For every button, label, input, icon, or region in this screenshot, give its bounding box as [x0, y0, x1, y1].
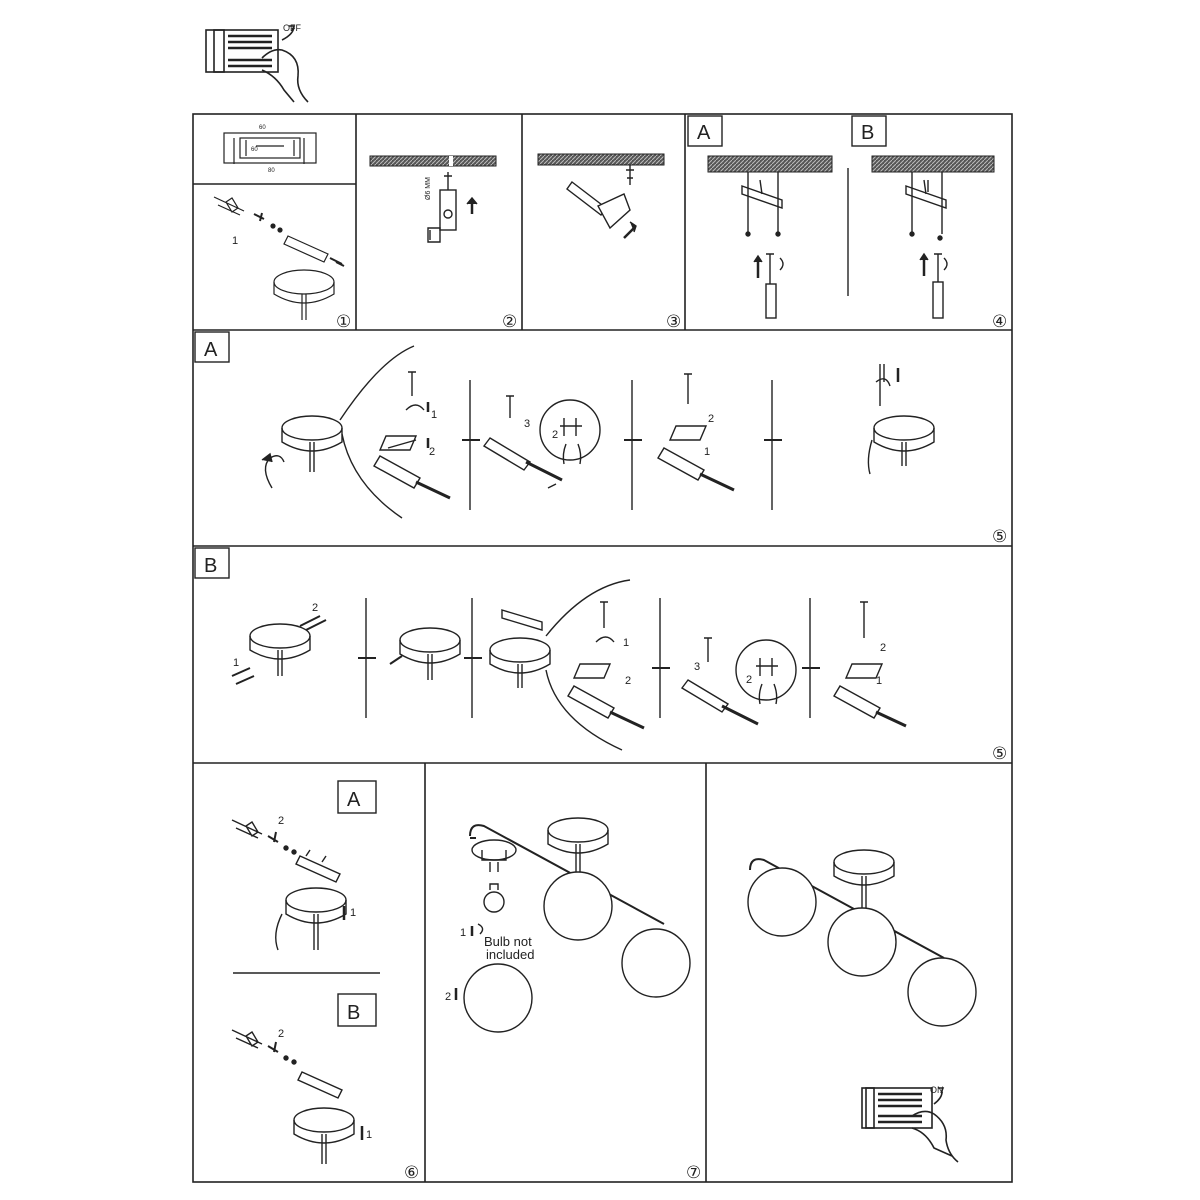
step-number-4: ④: [992, 312, 1007, 331]
step-number-5a: ⑤: [992, 527, 1007, 546]
drill-size-label: Ø6 MM: [425, 177, 432, 200]
callout-number: 2: [625, 675, 631, 687]
step-2-panel: [369, 155, 497, 243]
switch-on-illustration: [861, 1087, 959, 1163]
callout-number: 2: [552, 429, 558, 441]
callout-number: 2: [746, 674, 752, 686]
step-6-panel: [231, 780, 380, 1164]
variant-a-label-row5: A: [204, 339, 218, 361]
callout-number: 1: [233, 657, 239, 669]
variant-b-label-row5: B: [204, 555, 217, 577]
callout-number: 2: [278, 1028, 284, 1040]
assembled-lamp-illustration: [747, 849, 977, 1027]
step-4-panel: [687, 115, 995, 319]
step-number-5b: ⑤: [992, 744, 1007, 763]
variant-a-label-step6: A: [347, 789, 361, 811]
step-number-6: ⑥: [404, 1163, 419, 1182]
callout-number: 1: [623, 637, 629, 649]
callout-number: 1: [232, 235, 238, 247]
callout-number: 1: [876, 675, 882, 687]
callout-number: 1: [704, 446, 710, 458]
callout-number: 1: [460, 927, 466, 939]
callout-number: 1: [431, 409, 437, 421]
step-number-1: ①: [336, 312, 351, 331]
callout-number: 1: [350, 907, 356, 919]
on-label: ON: [930, 1085, 944, 1095]
variant-a-label: A: [697, 122, 711, 144]
variant-b-label-step6: B: [347, 1002, 360, 1024]
callout-number: 2: [445, 991, 451, 1003]
callout-number: 2: [708, 413, 714, 425]
callout-number: 2: [429, 446, 435, 458]
callout-number: 2: [312, 602, 318, 614]
step-7-panel: [454, 817, 691, 1033]
panel-grid: [192, 113, 1013, 1183]
step-5a-panel: [194, 331, 935, 519]
callout-number: 1: [366, 1129, 372, 1141]
dim-label-2: 60: [251, 147, 258, 153]
dim-label-1: 60: [259, 125, 266, 131]
step-5b-panel: [194, 547, 907, 751]
variant-b-label: B: [861, 122, 874, 144]
bulb-note-line-2: included: [486, 947, 534, 962]
callout-number: 3: [694, 661, 700, 673]
callout-number: 2: [880, 642, 886, 654]
step-3-panel: [537, 153, 665, 239]
step-number-3: ③: [666, 312, 681, 331]
step-1-panel: [213, 132, 345, 320]
bulb-note-line-1: Bulb not: [484, 934, 532, 949]
step-number-7: ⑦: [686, 1163, 701, 1182]
callout-number: 3: [524, 418, 530, 430]
callout-number: 2: [278, 815, 284, 827]
switch-off-illustration: [205, 25, 309, 103]
dim-label-3: 80: [268, 168, 275, 174]
off-label: OFF: [283, 23, 301, 33]
step-number-2: ②: [502, 312, 517, 331]
